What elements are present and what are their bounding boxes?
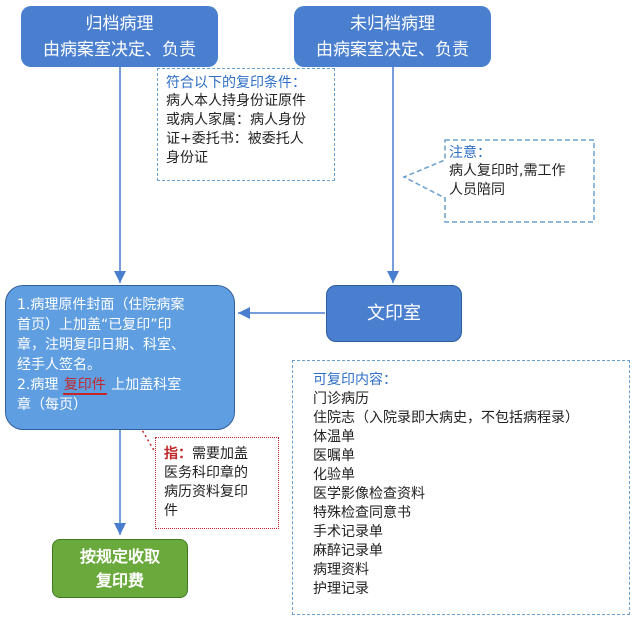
- printable-item: 特殊检查同意书: [313, 505, 411, 521]
- note-callout-shape: [402, 139, 595, 223]
- pointer-note-line: 医务科印章的: [164, 465, 248, 481]
- charge-fee-box: 按规定收取 复印费: [52, 539, 188, 598]
- unarchived-title: 未归档病理: [350, 14, 435, 34]
- note-line: 人员陪同: [449, 182, 505, 198]
- pointer-note-line: 需要加盖: [192, 446, 248, 462]
- printable-item: 护理记录: [313, 581, 369, 597]
- note-callout: 注意： 病人复印时,需工作 人员陪同: [449, 144, 591, 200]
- pointer-note-box: 指：需要加盖 医务科印章的 病历资料复印 件: [155, 437, 279, 529]
- process-line: 章，注明复印日期、科室、: [17, 337, 185, 353]
- copy-highlight: 复印件: [62, 377, 107, 395]
- printable-item: 医学影像检查资料: [313, 486, 425, 502]
- copy-conditions-box: 符合以下的复印条件： 病人本人持身份证原件 或病人家属：病人身份 证+委托书：被…: [157, 68, 335, 181]
- printable-item: 麻醉记录单: [313, 543, 383, 559]
- print-room-label: 文印室: [367, 303, 421, 324]
- unarchived-subtitle: 由病案室决定、负责: [316, 40, 469, 60]
- charge-line: 复印费: [95, 571, 144, 590]
- conditions-line: 病人本人持身份证原件: [166, 93, 306, 109]
- printable-title: 可复印内容：: [313, 372, 397, 388]
- printable-item: 门诊病历: [313, 391, 369, 407]
- conditions-line: 证+委托书：被委托人: [166, 131, 304, 147]
- unarchived-pathology-box: 未归档病理 由病案室决定、负责: [294, 6, 491, 67]
- archived-title: 归档病理: [85, 14, 154, 34]
- process-line: 首页）上加盖“已复印”印: [17, 317, 172, 333]
- process-line: 章（每页）: [17, 397, 87, 413]
- process-line: 经手人签名。: [17, 357, 101, 373]
- conditions-line: 或病人家属：病人身份: [166, 112, 306, 128]
- note-line: 病人复印时,需工作: [449, 163, 566, 179]
- pointer-note-line: 病历资料复印: [164, 484, 248, 500]
- pointer-note-line: 件: [164, 503, 178, 519]
- charge-line: 按规定收取: [79, 547, 160, 566]
- process-line-2-prefix: 2.病理: [17, 377, 63, 393]
- process-line-2-suffix: 上加盖科室: [106, 377, 182, 393]
- pointer-note-label: 指：: [164, 446, 192, 462]
- process-line: 1.病理原件封面（住院病案: [17, 297, 185, 313]
- process-steps-box: 1.病理原件封面（住院病案 首页）上加盖“已复印”印 章，注明复印日期、科室、 …: [5, 285, 235, 430]
- process-line-2: 2.病理 复印件 上加盖科室: [17, 375, 226, 395]
- printable-contents-box: 可复印内容： 门诊病历 住院志（入院录即大病史，不包括病程录） 体温单 医嘱单 …: [292, 360, 630, 615]
- printable-item: 手术记录单: [313, 524, 383, 540]
- conditions-line: 身份证: [166, 150, 208, 166]
- printable-item: 病理资料: [313, 562, 369, 578]
- conditions-title: 符合以下的复印条件：: [166, 75, 306, 91]
- archived-subtitle: 由病案室决定、负责: [43, 40, 196, 60]
- printable-item: 住院志（入院录即大病史，不包括病程录）: [313, 410, 579, 426]
- note-title: 注意：: [449, 145, 491, 161]
- printable-item: 化验单: [313, 467, 355, 483]
- printable-item: 医嘱单: [313, 448, 355, 464]
- archived-pathology-box: 归档病理 由病案室决定、负责: [21, 6, 218, 67]
- print-room-box: 文印室: [326, 285, 462, 342]
- printable-item: 体温单: [313, 429, 355, 445]
